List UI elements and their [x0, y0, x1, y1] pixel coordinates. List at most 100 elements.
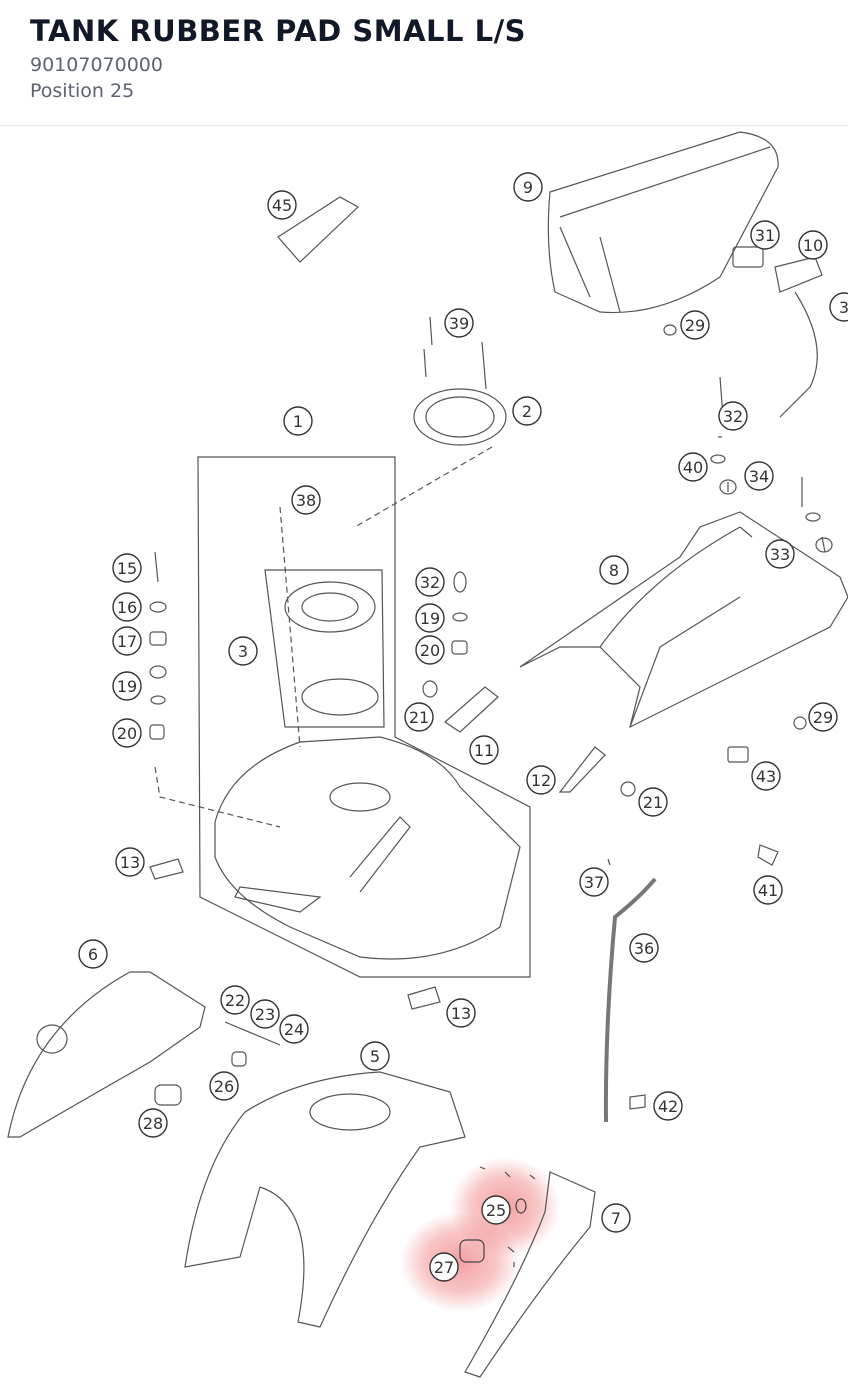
callout-6 — [78, 939, 108, 969]
callout-text: 43 — [756, 767, 776, 786]
callout-text: 36 — [634, 939, 654, 958]
callout-20a — [415, 635, 445, 665]
callout-3 — [228, 636, 258, 666]
callout-10 — [798, 230, 828, 260]
callout-text: 32 — [420, 573, 440, 592]
callout-25 — [481, 1195, 511, 1225]
callout-38 — [291, 485, 321, 515]
callout-29b — [808, 702, 838, 732]
part-5-tank-cover — [184, 1071, 466, 1328]
part-42-drawing — [629, 1094, 646, 1110]
position-label: Position 25 — [30, 80, 135, 102]
callout-42 — [653, 1091, 683, 1121]
callout-text: 2 — [522, 402, 532, 421]
callout-39 — [444, 308, 474, 338]
callout-text: 28 — [143, 1114, 163, 1133]
callout-27 — [429, 1252, 459, 1282]
callout-37 — [579, 867, 609, 897]
diagram-svg: 45 9 31 10 3 29 39 2 32 40 34 33 1 38 8 … — [7, 131, 848, 1378]
callout-text: 33 — [770, 545, 790, 564]
callout-28 — [138, 1108, 168, 1138]
callout-text: 37 — [584, 873, 604, 892]
callout-text: 13 — [120, 853, 140, 872]
callout-text: 11 — [474, 741, 494, 760]
callout-41 — [753, 875, 783, 905]
callout-text: 34 — [749, 467, 769, 486]
part-13-pad-lower — [407, 986, 441, 1010]
callout-2 — [512, 396, 542, 426]
part-drawings — [7, 131, 848, 1378]
callout-text: 29 — [685, 316, 705, 335]
part-header: TANK RUBBER PAD SMALL L/S 90107070000 Po… — [0, 0, 848, 126]
callout-24 — [279, 1014, 309, 1044]
group-3-frame — [264, 569, 385, 728]
part-11-bracket — [444, 686, 499, 733]
callout-text: 19 — [117, 677, 137, 696]
callout-text: 10 — [803, 236, 823, 255]
callout-13b — [446, 998, 476, 1028]
callout-5 — [360, 1041, 390, 1071]
part-12-bracket — [558, 746, 606, 793]
callout-text: 32 — [723, 407, 743, 426]
callout-21b — [638, 787, 668, 817]
callout-11 — [469, 735, 499, 765]
callout-text: 7 — [611, 1209, 621, 1228]
part-8-rider-seat — [519, 511, 848, 729]
part-31-drawing — [732, 246, 764, 268]
part-10-drawing — [774, 256, 823, 293]
callout-9 — [513, 172, 543, 202]
highlight-27 — [400, 1212, 520, 1312]
part-27-rubber-pad — [459, 1239, 485, 1263]
callout-text: 13 — [451, 1004, 471, 1023]
callout-text: 3 — [238, 642, 248, 661]
callout-text: 45 — [272, 196, 292, 215]
callout-20b — [112, 718, 142, 748]
callout-36 — [629, 933, 659, 963]
callout-7 — [601, 1203, 631, 1233]
group-1-frame — [197, 456, 531, 978]
callout-21a — [404, 702, 434, 732]
callout-text: 42 — [658, 1097, 678, 1116]
callout-1 — [283, 406, 313, 436]
callout-text: 20 — [117, 724, 137, 743]
part-title: TANK RUBBER PAD SMALL L/S — [30, 14, 527, 48]
part-43-drawing — [727, 746, 749, 763]
part-13-pad-upper — [149, 858, 184, 880]
callout-23 — [250, 999, 280, 1029]
callout-22 — [220, 985, 250, 1015]
part-25-rubber-pad — [515, 1198, 527, 1214]
callout-19a — [415, 603, 445, 633]
callout-8 — [599, 555, 629, 585]
callout-text: 3 — [839, 298, 848, 317]
callout-text: 21 — [409, 708, 429, 727]
part-9-seat — [547, 131, 779, 314]
callout-32b — [415, 567, 445, 597]
callout-text: 41 — [758, 881, 778, 900]
callout-text: 17 — [117, 632, 137, 651]
part-41-drawing — [757, 844, 779, 866]
part-39-screws — [423, 316, 487, 390]
callout-19b — [112, 671, 142, 701]
callout-text: 19 — [420, 609, 440, 628]
callout-text: 8 — [609, 561, 619, 580]
callout-43 — [751, 761, 781, 791]
callout-text: 5 — [370, 1047, 380, 1066]
exploded-parts-diagram: 45 9 31 10 3 29 39 2 32 40 34 33 1 38 8 … — [0, 127, 848, 1390]
callout-13a — [115, 847, 145, 877]
callout-33 — [765, 539, 795, 569]
callout-text: 1 — [293, 412, 303, 431]
part-3-pump-flange — [284, 581, 376, 633]
callout-text: 21 — [643, 793, 663, 812]
part-45-drawing — [277, 196, 360, 263]
callout-text: 22 — [225, 991, 245, 1010]
callout-3-edge — [829, 292, 848, 322]
callout-text: 16 — [117, 598, 137, 617]
callout-labels — [78, 172, 848, 1282]
callout-text: 31 — [755, 226, 775, 245]
callout-text: 26 — [214, 1077, 234, 1096]
callout-31 — [750, 220, 780, 250]
fuel-tank — [214, 736, 521, 960]
callout-15 — [112, 553, 142, 583]
callout-text: 20 — [420, 641, 440, 660]
callout-17 — [112, 626, 142, 656]
